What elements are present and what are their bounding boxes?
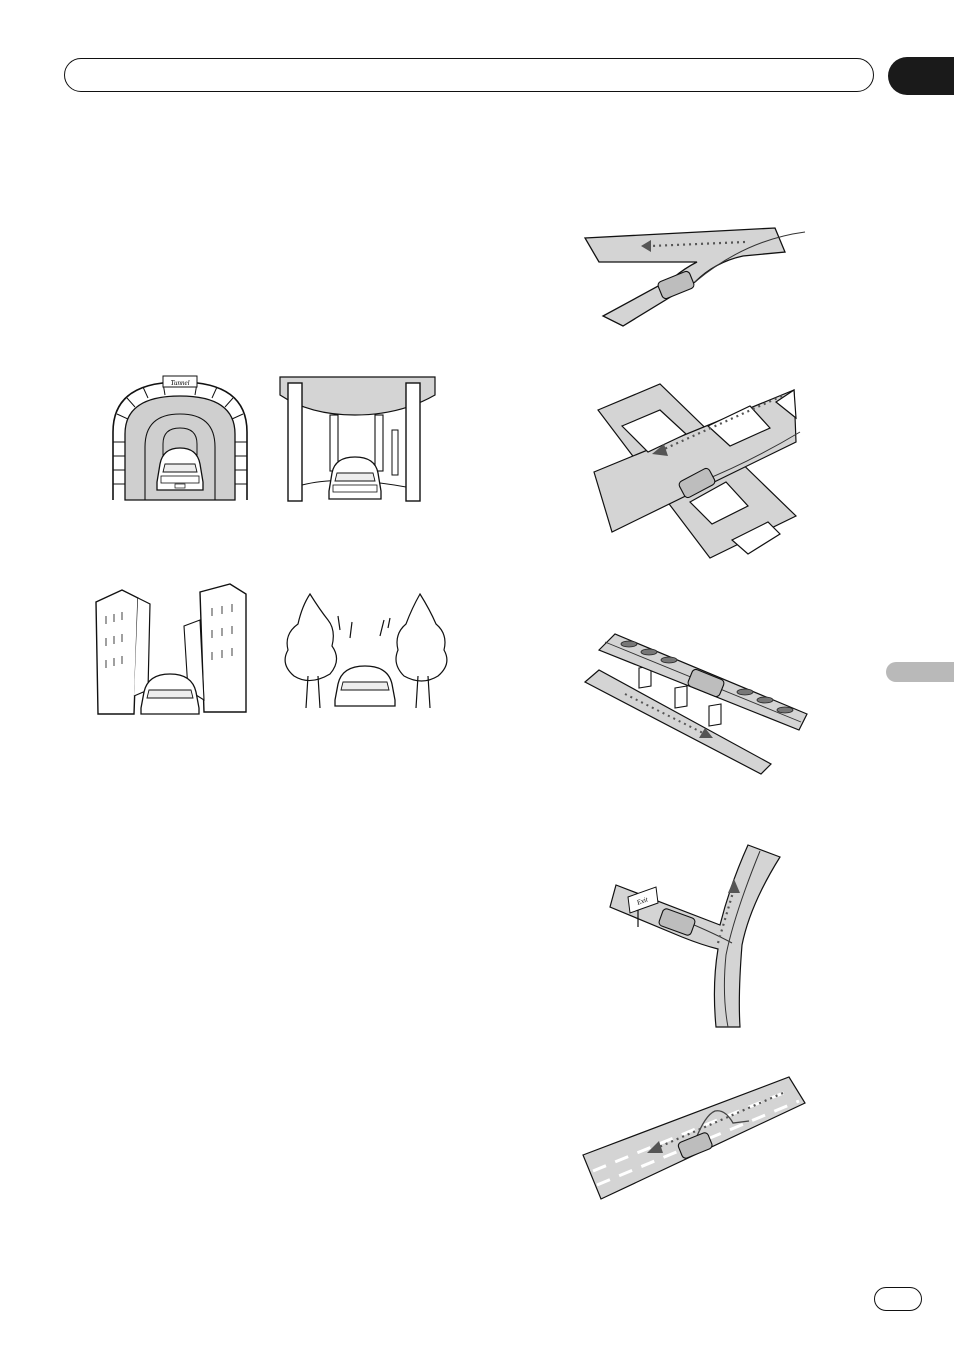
tunnel-sign-text: Tunnel bbox=[170, 379, 189, 387]
grid-streets-road-diagram bbox=[590, 382, 805, 562]
tall-buildings-illustration bbox=[92, 580, 252, 716]
chapter-tab bbox=[888, 57, 954, 95]
elevated-road-diagram bbox=[585, 630, 810, 778]
u-turn-road-diagram bbox=[583, 1075, 808, 1205]
parking-garage-illustration bbox=[280, 375, 435, 505]
shallow-fork-road-diagram bbox=[585, 222, 810, 337]
tunnel-illustration: Tunnel bbox=[105, 372, 255, 502]
dense-trees-illustration bbox=[280, 590, 450, 712]
page-number-badge bbox=[874, 1287, 922, 1311]
section-side-tab bbox=[886, 662, 954, 682]
chapter-header-bar bbox=[64, 58, 874, 92]
exit-ramp-road-diagram: Exit bbox=[610, 845, 785, 1030]
